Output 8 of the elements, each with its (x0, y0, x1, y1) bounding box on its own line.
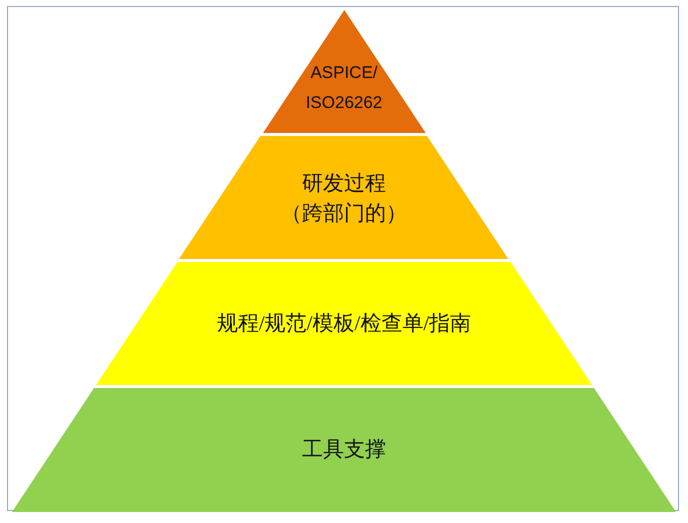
pyramid-tier (96, 262, 592, 385)
tier-label: 研发过程（跨部门的） (280, 170, 407, 227)
tier-label: ASPICE/ ISO26262 (306, 62, 382, 114)
pyramid-tier (179, 136, 509, 259)
pyramid-tier (12, 388, 676, 512)
tier-label: 工具支撑 (302, 436, 386, 463)
pyramid-apex (262, 10, 426, 133)
tier-label: 规程/规范/模板/检查单/指南 (216, 310, 472, 337)
